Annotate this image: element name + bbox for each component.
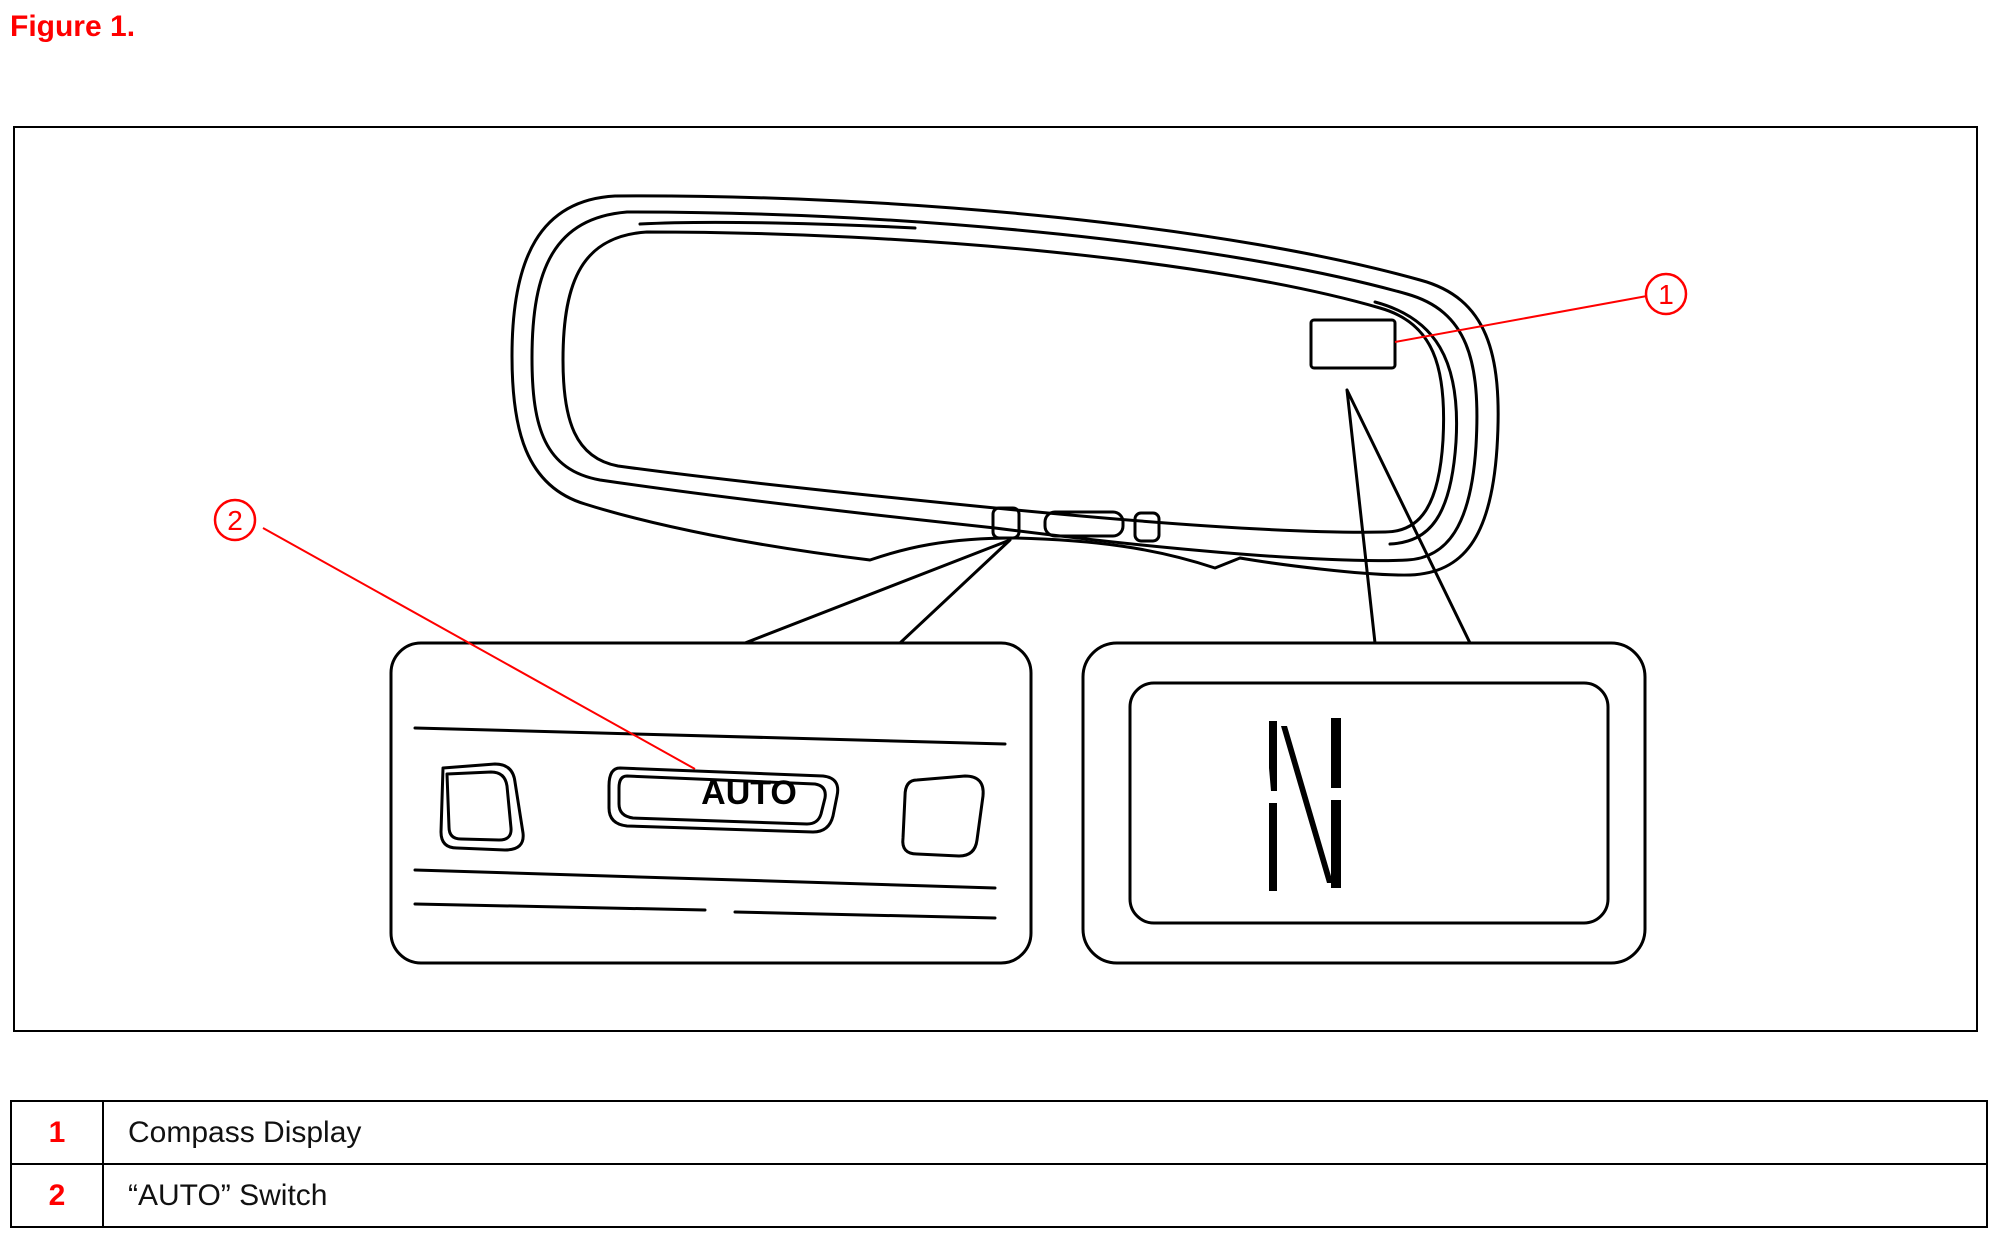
- auto-switch-label: AUTO: [701, 774, 797, 812]
- callout-1-number: 1: [1658, 279, 1674, 310]
- legend-table: 1 Compass Display 2 “AUTO” Switch: [10, 1100, 1988, 1228]
- switch-zoom-box: [389, 641, 1033, 965]
- legend-number: 2: [10, 1163, 104, 1228]
- callout-2-number: 2: [227, 505, 243, 536]
- switch-zoom-lines: [743, 538, 1012, 645]
- compass-reading-glyph: [1269, 718, 1341, 891]
- callout-1: 1: [1394, 272, 1688, 343]
- figure-title: Figure 1.: [10, 10, 136, 43]
- legend-number: 1: [10, 1100, 104, 1165]
- mirror-housing: [510, 194, 1500, 577]
- compass-zoom-box: [1081, 641, 1647, 965]
- compass-window: [1309, 318, 1397, 370]
- mirror-buttons: [991, 506, 1161, 543]
- legend-row: 2 “AUTO” Switch: [10, 1163, 1988, 1228]
- legend-description: Compass Display: [103, 1100, 1988, 1165]
- diagram-frame: AUTO N 1 2: [13, 126, 1978, 1032]
- callout-2: 2: [213, 498, 696, 770]
- mirror-diagram: AUTO N 1 2: [213, 194, 1688, 965]
- compass-zoom-lines: [1345, 388, 1472, 645]
- legend-row: 1 Compass Display: [10, 1100, 1988, 1165]
- legend-description: “AUTO” Switch: [103, 1163, 1988, 1228]
